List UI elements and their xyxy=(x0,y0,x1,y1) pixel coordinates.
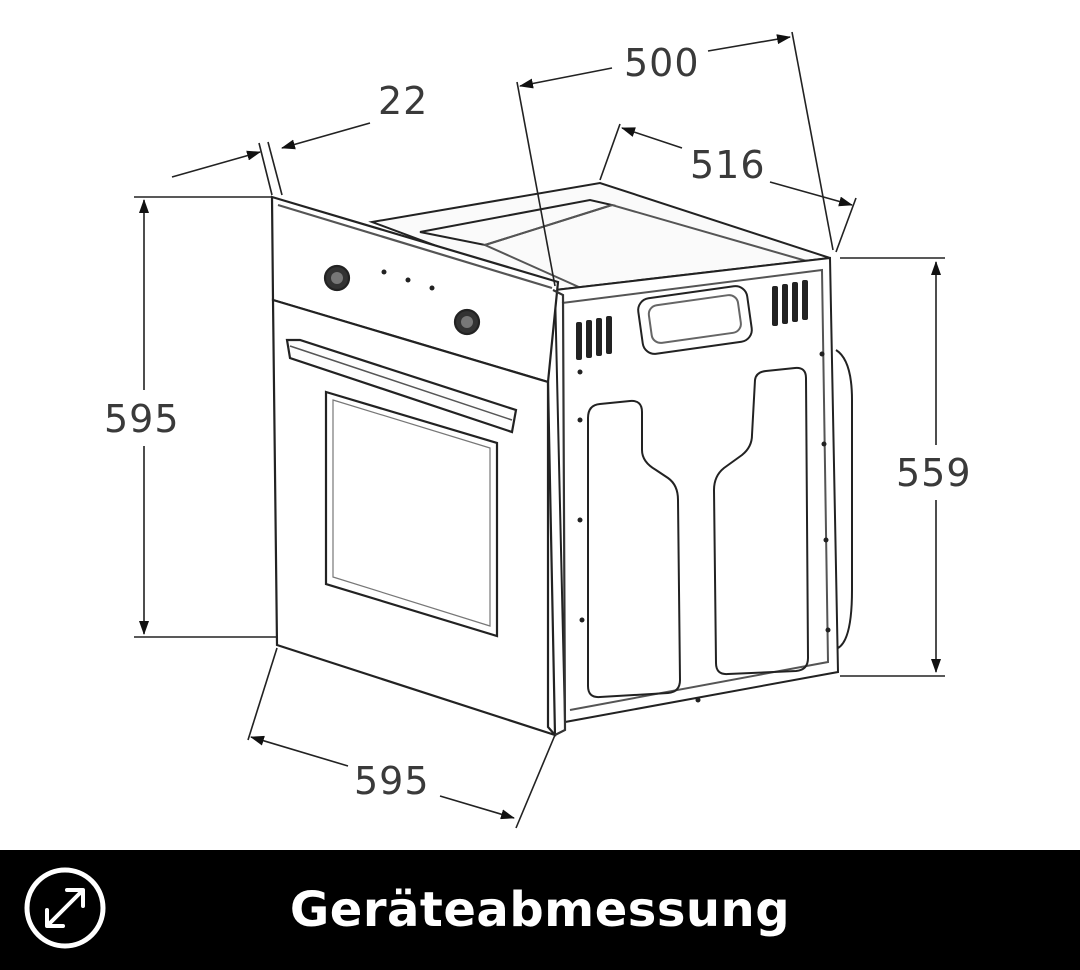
vent-slots-right xyxy=(772,280,808,326)
oven-dimension-drawing: 595 595 22 500 516 559 xyxy=(104,31,972,829)
door-window xyxy=(324,390,499,638)
dim-label-body-depth: 516 xyxy=(690,143,766,187)
resize-diagonal-arrows-icon xyxy=(24,867,106,949)
caption-title: Geräteabmessung xyxy=(289,882,791,938)
dimension-lines xyxy=(139,34,941,820)
dim-label-body-height: 559 xyxy=(896,451,972,495)
caption-bar: Geräteabmessung xyxy=(0,850,1080,970)
oven-front xyxy=(270,195,567,737)
vent-slots-left xyxy=(576,316,612,360)
extension-lines xyxy=(134,31,945,829)
side-cutout-left xyxy=(587,399,682,699)
door-handle xyxy=(285,338,518,434)
dim-label-body-width: 500 xyxy=(624,41,700,85)
dim-label-overall-height: 595 xyxy=(104,397,180,441)
dim-label-front-panel-depth: 22 xyxy=(378,79,428,123)
side-cutout-right xyxy=(712,366,810,676)
handle-recess xyxy=(637,285,753,355)
dim-label-overall-width: 595 xyxy=(354,759,430,803)
